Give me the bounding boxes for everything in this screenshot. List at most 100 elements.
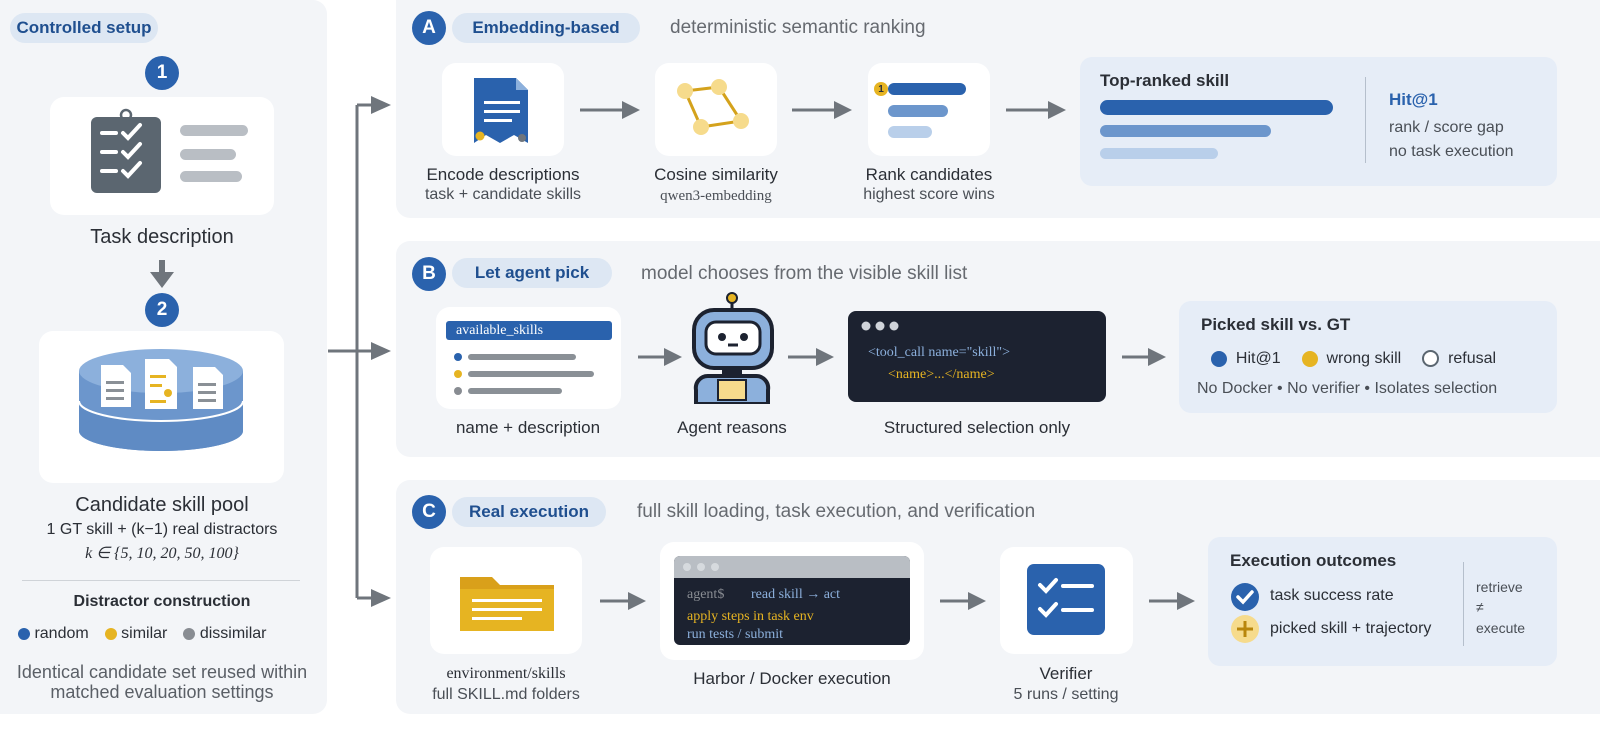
verifier-subtitle: 5 runs / setting [1013,686,1119,703]
legend-similar: similar [104,625,167,643]
pool-title: Candidate skill pool [75,494,249,516]
similar-dot [104,627,117,640]
arrow-a2 [792,101,852,119]
document-icon [474,78,528,143]
cosine-title: Cosine similarity [654,165,778,184]
side-execute: execute [1476,620,1526,636]
outcome-success: task success rate [1270,587,1394,604]
checklist-icon [1027,564,1105,635]
skill-list-rows [454,353,594,395]
execution-outcomes-title: Execution outcomes [1230,551,1397,570]
tool-call-line-1: <tool_call name="skill"> [868,345,1011,360]
clipboard-icon [91,108,248,193]
metric-line-2: no task execution [1389,143,1514,160]
legend-hit: Hit@1 [1211,350,1281,368]
distractor-title: Distractor construction [73,593,251,610]
tool-call-line-2: <name>...</name> [888,367,995,382]
branch-connector [328,96,391,607]
result-c-divider [1463,562,1464,646]
terminal-dots-icon [683,563,719,571]
top-ranked-bars [1100,100,1333,159]
panel-c-label: Real execution [452,497,606,527]
side-retrieve: retrieve [1476,579,1523,595]
skills-folder-title: environment/skills [446,665,566,682]
arrow-b3 [1122,348,1166,366]
cosine-subtitle: qwen3-embedding [660,188,772,204]
hit-dot [1211,350,1227,367]
step-2-badge: 2 [145,293,179,327]
picked-footnote: No Docker • No verifier • Isolates selec… [1197,380,1498,397]
terminal-line-2: apply steps in task env [687,609,814,624]
skills-folder-subtitle: full SKILL.md folders [432,686,580,703]
refusal-dot [1422,350,1440,368]
terminal-titlebar [674,556,910,578]
picked-skill-result [1179,301,1557,413]
execution-outcomes-result [1208,537,1557,666]
cosine-card [655,63,777,156]
arrow-c1 [600,592,646,610]
rank-title: Rank candidates [865,165,993,184]
side-not-equal: ≠ [1476,599,1484,615]
legend-refusal: refusal [1422,350,1496,368]
metric-line-1: rank / score gap [1389,119,1504,136]
robot-icon [692,292,774,404]
check-circle-icon [1231,583,1259,611]
random-dot [18,627,30,640]
picked-skill-title: Picked skill vs. GT [1201,315,1351,334]
available-skills-header: available_skills [446,321,612,340]
arrow-c3 [1149,592,1195,610]
skill-pool-card [39,331,284,483]
panel-b-label: Let agent pick [452,258,612,288]
terminal-line-3: run tests / submit [687,627,784,642]
panel-a-subtitle: deterministic semantic ranking [670,17,926,38]
terminal-prompt: agent$ [687,587,725,602]
setup-footer: Identical candidate set reused within ma… [16,662,308,702]
legend-random: random [18,625,89,643]
panel-c-subtitle: full skill loading, task execution, and … [637,501,1036,522]
encode-title: Encode descriptions [426,165,580,184]
terminal-command: read skill → act [751,587,841,602]
arrow-b1 [638,348,682,366]
top-ranked-result [1080,57,1557,186]
down-arrow-icon [150,260,174,288]
distractor-legend: random similar dissimilar [18,625,318,643]
pool-line-1: 1 GT skill + (k−1) real distractors [46,521,278,538]
docker-caption: Harbor / Docker execution [693,669,891,688]
picked-legend: Hit@1 wrong skill refusal [1211,350,1496,368]
step-1-badge: 1 [145,56,179,90]
controlled-setup-label: Controlled setup [10,13,158,43]
panel-a-badge: A [412,11,446,45]
skill-list-caption: name + description [455,418,601,437]
arrow-b2 [788,348,834,366]
selection-caption: Structured selection only [883,418,1071,437]
arrow-c2 [940,592,986,610]
folder-icon [460,577,554,631]
ranking-bars-icon [888,83,966,138]
top-ranked-title: Top-ranked skill [1100,71,1230,90]
database-icon [78,349,244,451]
panel-b-subtitle: model chooses from the visible skill lis… [641,263,968,284]
wrong-dot [1301,350,1318,367]
verifier-title: Verifier [1039,664,1093,683]
dissimilar-dot [183,627,196,640]
hit-at-1-metric: Hit@1 [1389,90,1438,109]
verifier-card [1000,547,1133,654]
similarity-graph-icon [677,79,749,135]
panel-b-badge: B [412,257,446,291]
rank-1-badge: 1 [874,82,888,96]
encode-card [442,63,564,156]
arrow-a3 [1006,101,1066,119]
divider [22,580,300,581]
panel-a-label: Embedding-based [452,13,640,43]
outcome-trajectory: picked skill + trajectory [1270,620,1432,637]
result-a-divider [1365,77,1366,163]
encode-subtitle: task + candidate skills [424,186,582,203]
pool-line-2: k ∈ {5, 10, 20, 50, 100} [85,545,239,562]
task-description-card [50,97,274,215]
skills-folder-card [430,547,582,654]
arrow-a1 [580,101,640,119]
rank-card [868,63,990,156]
plus-circle-icon [1231,615,1259,643]
legend-dissimilar: dissimilar [183,625,267,643]
rank-subtitle: highest score wins [863,186,995,203]
